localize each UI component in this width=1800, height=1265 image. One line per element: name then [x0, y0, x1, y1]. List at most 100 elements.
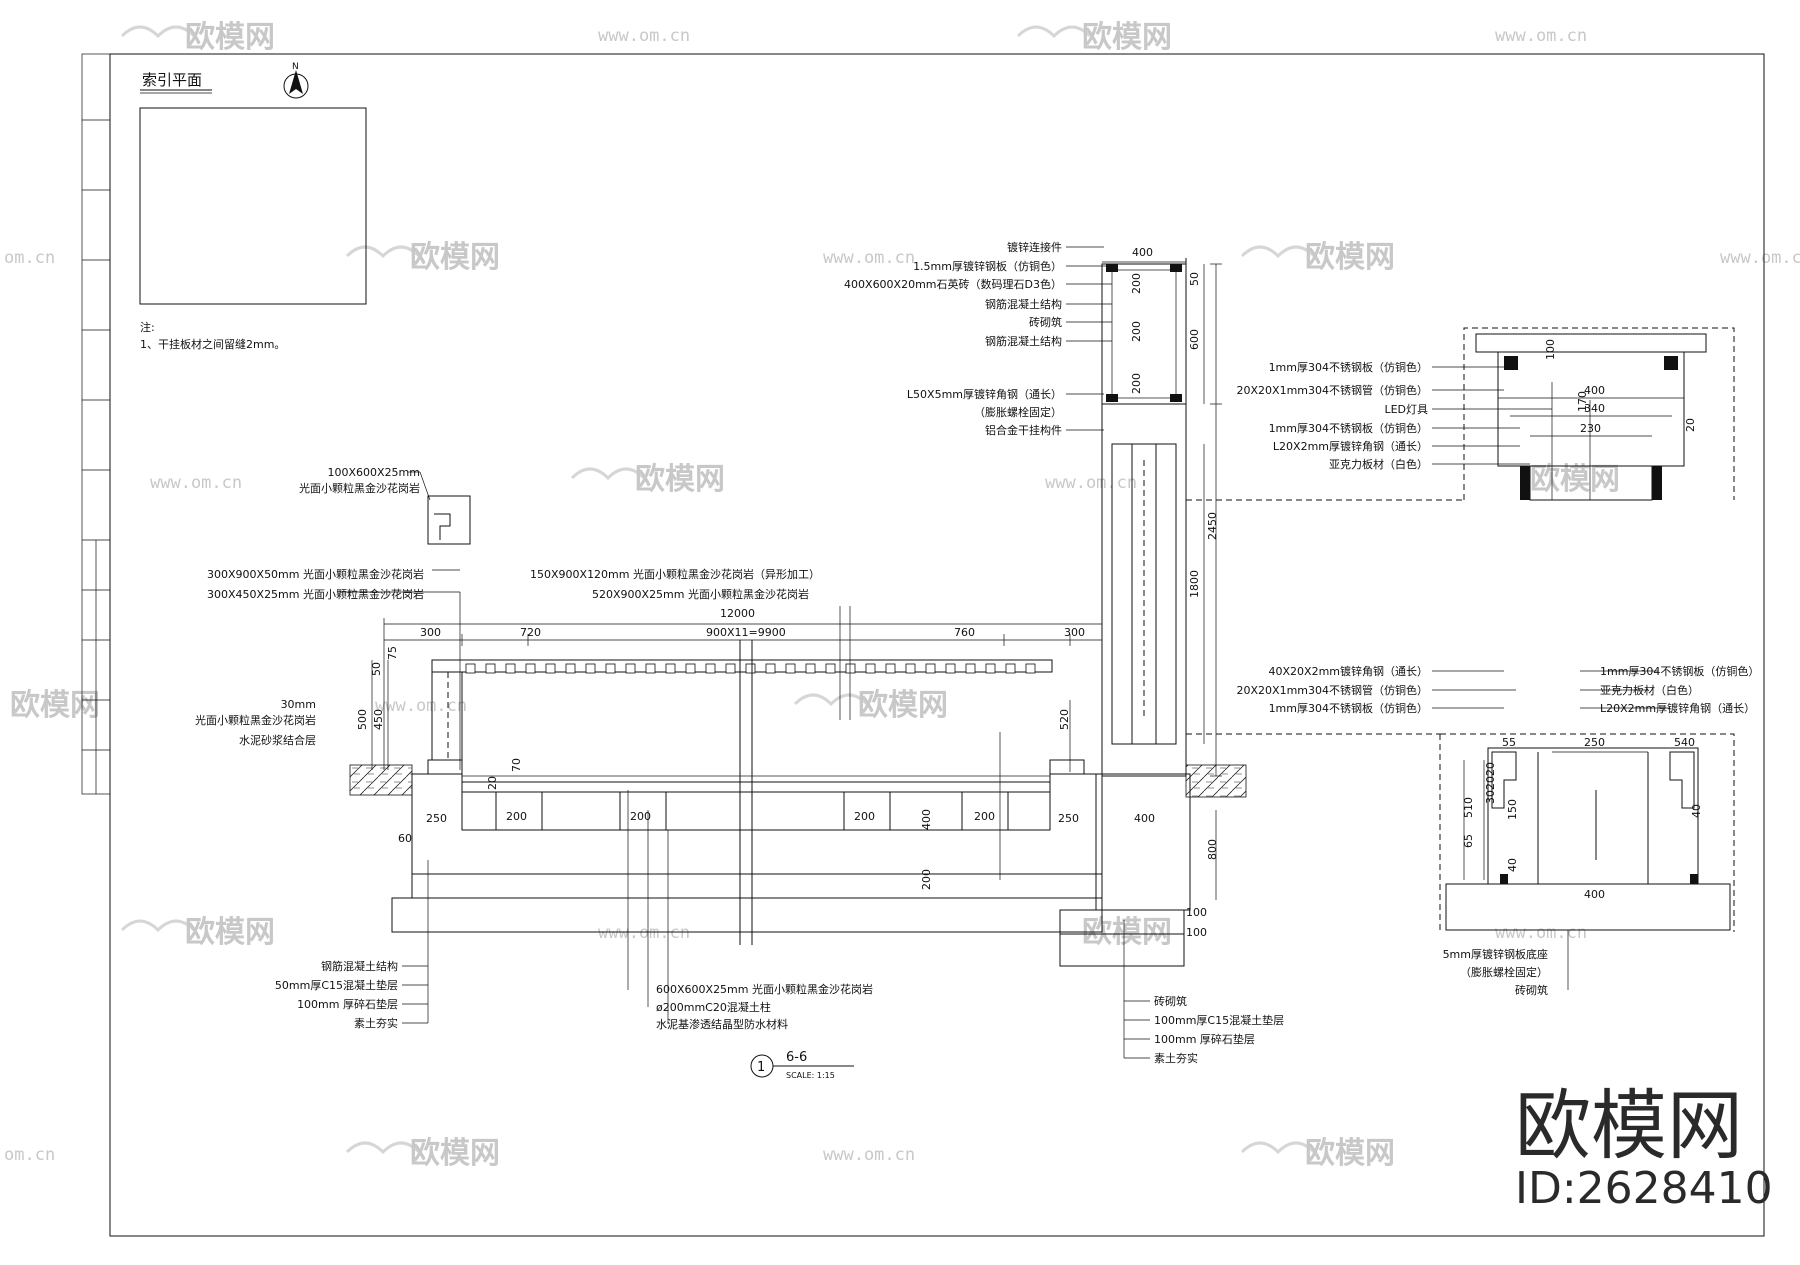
- watermark-url: www.om.cn: [823, 1145, 915, 1165]
- svg-text:1mm厚304不锈钢板（仿铜色）: 1mm厚304不锈钢板（仿铜色）: [1269, 421, 1428, 435]
- svg-text:40: 40: [1690, 804, 1703, 818]
- watermark-url: www.om.cn: [598, 26, 690, 46]
- svg-text:250: 250: [1584, 736, 1605, 749]
- svg-text:150X900X120mm 光面小颗粒黑金沙花岗岩（异形加工: 150X900X120mm 光面小颗粒黑金沙花岗岩（异形加工）: [530, 567, 820, 581]
- svg-text:1.5mm厚镀锌钢板（仿铜色）: 1.5mm厚镀锌钢板（仿铜色）: [913, 259, 1062, 273]
- bottom-right-left-labels: 40X20X2mm镀锌角钢（通长） 20X20X1mm304不锈钢管（仿铜色） …: [1237, 664, 1429, 715]
- svg-text:20: 20: [1684, 418, 1697, 432]
- svg-text:600: 600: [1188, 329, 1201, 350]
- svg-text:400: 400: [920, 809, 933, 830]
- svg-text:300: 300: [420, 626, 441, 639]
- svg-text:1800: 1800: [1188, 570, 1201, 598]
- detail-bottom-right: [1439, 733, 1735, 932]
- svg-text:LED灯具: LED灯具: [1384, 403, 1428, 416]
- watermark-text: 欧模网: [1082, 20, 1172, 55]
- svg-text:钢筋混凝土结构: 钢筋混凝土结构: [985, 297, 1062, 311]
- svg-text:500: 500: [356, 709, 369, 730]
- bottom-right-right-labels: 1mm厚304不锈钢板（仿铜色） 亚克力板材（白色） L20X2mm厚镀锌角钢（…: [1600, 664, 1759, 715]
- watermark-text: 欧模网: [185, 20, 275, 55]
- svg-text:钢筋混凝土结构: 钢筋混凝土结构: [321, 959, 398, 973]
- north-arrow-icon: [283, 70, 309, 99]
- svg-text:砖砌筑: 砖砌筑: [1154, 994, 1187, 1008]
- svg-text:水泥砂浆结合层: 水泥砂浆结合层: [239, 733, 316, 747]
- svg-text:400: 400: [1584, 888, 1605, 901]
- svg-text:L20X2mm厚镀锌角钢（通长）: L20X2mm厚镀锌角钢（通长）: [1600, 701, 1755, 715]
- watermark-text: 欧模网: [635, 462, 725, 497]
- svg-text:1mm厚304不锈钢板（仿铜色）: 1mm厚304不锈钢板（仿铜色）: [1600, 664, 1759, 678]
- svg-text:65: 65: [1462, 834, 1475, 848]
- watermark-text: 欧模网: [185, 915, 275, 950]
- left-labels: 100X600X25mm 光面小颗粒黑金沙花岗岩 300X900X50mm 光面…: [195, 466, 424, 747]
- watermark-text: 欧模网: [410, 240, 500, 275]
- svg-text:200: 200: [1130, 321, 1143, 342]
- svg-text:L50X5mm厚镀锌角钢（通长）: L50X5mm厚镀锌角钢（通长）: [907, 387, 1062, 401]
- svg-text:60: 60: [398, 832, 412, 845]
- svg-text:800: 800: [1206, 839, 1219, 860]
- svg-text:50: 50: [370, 662, 383, 676]
- watermark-url: www.om.cn: [1495, 26, 1587, 46]
- svg-text:400X600X20mm石英砖（数码理石D3色）: 400X600X20mm石英砖（数码理石D3色）: [844, 277, 1062, 291]
- north-label: N: [292, 62, 299, 72]
- svg-text:100: 100: [1186, 906, 1207, 919]
- svg-text:1mm厚304不锈钢板（仿铜色）: 1mm厚304不锈钢板（仿铜色）: [1269, 701, 1428, 715]
- svg-text:510: 510: [1462, 797, 1475, 818]
- svg-text:300: 300: [1064, 626, 1085, 639]
- svg-text:砖砌筑: 砖砌筑: [1029, 315, 1062, 329]
- watermark-layer: 欧模网 欧模网 欧模网 欧模网 欧模网 欧模网 欧模网 欧模网 欧模网 欧模网 …: [4, 20, 1800, 1171]
- svg-text:12000: 12000: [720, 607, 755, 620]
- svg-text:铝合金干挂构件: 铝合金干挂构件: [985, 423, 1062, 437]
- svg-text:400: 400: [1134, 812, 1155, 825]
- svg-text:900X11=9900: 900X11=9900: [706, 626, 786, 639]
- svg-text:L20X2mm厚镀锌角钢（通长）: L20X2mm厚镀锌角钢（通长）: [1273, 439, 1428, 453]
- svg-text:5mm厚镀锌钢板底座: 5mm厚镀锌钢板底座: [1443, 947, 1548, 961]
- bottom-left-labels: 钢筋混凝土结构 50mm厚C15混凝土垫层 100mm 厚碎石垫层 素土夯实: [275, 959, 398, 1030]
- svg-text:镀锌连接件: 镀锌连接件: [1007, 240, 1062, 254]
- dimension-texts: 12000 300 720 900X11=9900 760 300 75 50 …: [356, 246, 1703, 939]
- pillar-labels: 镀锌连接件 1.5mm厚镀锌钢板（仿铜色） 400X600X20mm石英砖（数码…: [844, 240, 1062, 437]
- index-plan-frame: [139, 107, 367, 305]
- index-plan-title: 索引平面: [142, 71, 202, 89]
- svg-text:光面小颗粒黑金沙花岗岩: 光面小颗粒黑金沙花岗岩: [195, 713, 316, 727]
- notes-line: 1、干挂板材之间留缝2mm。: [140, 337, 285, 351]
- svg-text:50: 50: [1188, 272, 1201, 286]
- svg-text:砖砌筑: 砖砌筑: [1515, 983, 1548, 997]
- svg-text:30mm: 30mm: [281, 698, 316, 711]
- watermark-text: 欧模网: [10, 688, 100, 723]
- svg-text:水泥基渗透结晶型防水材料: 水泥基渗透结晶型防水材料: [656, 1017, 788, 1031]
- section-drawing: [349, 254, 1464, 967]
- svg-text:200: 200: [630, 810, 651, 823]
- svg-text:250: 250: [426, 812, 447, 825]
- svg-text:100mm厚C15混凝土垫层: 100mm厚C15混凝土垫层: [1154, 1013, 1284, 1027]
- svg-text:40X20X2mm镀锌角钢（通长）: 40X20X2mm镀锌角钢（通长）: [1269, 664, 1429, 678]
- svg-text:720: 720: [520, 626, 541, 639]
- svg-text:（膨胀螺栓固定）: （膨胀螺栓固定）: [974, 405, 1062, 419]
- section-title: 1 6-6 SCALE: 1:15: [750, 1050, 854, 1080]
- brand-id: ID:2628410: [1515, 1163, 1773, 1214]
- watermark-url: www.om.cn: [823, 248, 915, 268]
- notes-heading: 注:: [140, 320, 155, 334]
- svg-text:2450: 2450: [1206, 512, 1219, 540]
- svg-text:100mm 厚碎石垫层: 100mm 厚碎石垫层: [297, 997, 398, 1011]
- svg-text:亚克力板材（白色）: 亚克力板材（白色）: [1600, 683, 1699, 697]
- svg-text:600X600X25mm 光面小颗粒黑金沙花岗岩: 600X600X25mm 光面小颗粒黑金沙花岗岩: [656, 982, 873, 996]
- watermark-text: 欧模网: [1305, 1136, 1395, 1171]
- watermark-url: www.om.cn: [1045, 473, 1137, 493]
- svg-text:300X900X50mm 光面小颗粒黑金沙花岗岩: 300X900X50mm 光面小颗粒黑金沙花岗岩: [207, 567, 424, 581]
- watermark-text: 欧模网: [858, 688, 948, 723]
- leaders: [402, 246, 1670, 1059]
- top-right-labels: 1mm厚304不锈钢板（仿铜色） 20X20X1mm304不锈钢管（仿铜色） L…: [1237, 360, 1429, 471]
- watermark-text: 欧模网: [410, 1136, 500, 1171]
- svg-text:20: 20: [486, 776, 499, 790]
- watermark-url: om.cn: [4, 1145, 55, 1165]
- svg-text:亚克力板材（白色）: 亚克力板材（白色）: [1329, 457, 1428, 471]
- svg-text:20X20X1mm304不锈钢管（仿铜色）: 20X20X1mm304不锈钢管（仿铜色）: [1237, 383, 1429, 397]
- watermark-url: om.cn: [4, 248, 55, 268]
- svg-text:20X20X1mm304不锈钢管（仿铜色）: 20X20X1mm304不锈钢管（仿铜色）: [1237, 683, 1429, 697]
- watermark-logo-icon: [120, 25, 1316, 1155]
- mid-top-labels: 150X900X120mm 光面小颗粒黑金沙花岗岩（异形加工） 520X900X…: [530, 567, 820, 601]
- svg-text:760: 760: [954, 626, 975, 639]
- svg-text:200: 200: [854, 810, 875, 823]
- svg-text:100X600X25mm: 100X600X25mm: [328, 466, 421, 479]
- svg-text:100: 100: [1186, 926, 1207, 939]
